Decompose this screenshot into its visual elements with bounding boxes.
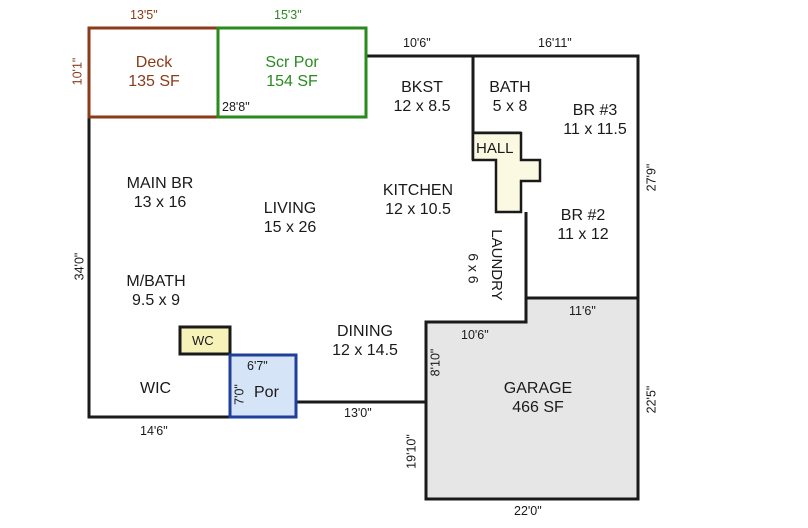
- living-name: LIVING: [263, 200, 317, 217]
- kitchen-label: KITCHEN 12 x 10.5: [368, 181, 468, 219]
- m-bath-label: M/BATH 9.5 x 9: [106, 272, 206, 310]
- scr-por-area: [216, 26, 368, 119]
- main-br-name: MAIN BR: [126, 175, 194, 192]
- garage-top-right-dim: 11'6": [569, 304, 596, 318]
- dining-size: 12 x 14.5: [332, 342, 398, 360]
- main-br-size: 13 x 16: [133, 194, 187, 212]
- scr-por-label: Scr Por 154 SF: [236, 53, 348, 91]
- bkst-size: 12 x 8.5: [393, 98, 451, 116]
- deck-label: Deck 135 SF: [104, 53, 204, 91]
- deck-name: Deck: [135, 54, 173, 71]
- top-mid-dim: 10'6": [403, 36, 431, 50]
- exterior-wall: [87, 117, 230, 419]
- laundry-label: LAUNDRY: [488, 229, 505, 301]
- br3-name: BR #3: [572, 102, 618, 119]
- right-lower-dim: 22'5": [644, 385, 659, 414]
- br2-name: BR #2: [560, 207, 606, 224]
- bath-label: BATH 5 x 8: [480, 78, 540, 116]
- dining-label: DINING 12 x 14.5: [313, 322, 417, 360]
- garage-label: GARAGE 466 SF: [478, 379, 598, 417]
- garage-left-dim: 19'10": [404, 434, 419, 469]
- hall-area: [471, 131, 542, 214]
- wc-label: WC: [192, 333, 214, 348]
- br3-label: BR #3 11 x 11.5: [545, 101, 645, 139]
- exterior-wall-top: [366, 54, 640, 298]
- scr-por-width-dim: 15'3": [274, 8, 302, 22]
- scr-por-area-text: 154 SF: [266, 73, 318, 91]
- bkst-name: BKST: [401, 79, 443, 96]
- dining-name: DINING: [337, 323, 393, 340]
- bkst-label: BKST 12 x 8.5: [372, 78, 472, 116]
- garage-name: GARAGE: [503, 380, 573, 397]
- garage-bottom-dim: 22'0": [514, 504, 542, 518]
- wc-area: [178, 325, 232, 356]
- br2-label: BR #2 11 x 12: [533, 206, 633, 244]
- deck-depth-dim: 10'1": [70, 57, 85, 86]
- scr-por-name: Scr Por: [265, 54, 319, 71]
- deck-area-text: 135 SF: [128, 73, 180, 91]
- top-right-dim: 16'11": [538, 36, 572, 50]
- garage-step-dim: 8'10": [428, 348, 443, 377]
- bottom-mid-dim: 13'0": [344, 406, 372, 420]
- living-label: LIVING 15 x 26: [240, 199, 340, 237]
- por-label: Por: [254, 384, 279, 401]
- bottom-left-dim: 14'6": [140, 424, 168, 438]
- wic-label: WIC: [140, 380, 172, 397]
- br2-size: 11 x 12: [557, 226, 609, 244]
- por-width-dim: 6'7": [247, 359, 268, 373]
- bath-name: BATH: [489, 79, 531, 96]
- laundry-size: 6 x 6: [465, 253, 482, 284]
- garage-area-text: 466 SF: [512, 399, 564, 417]
- main-br-label: MAIN BR 13 x 16: [110, 174, 210, 212]
- living-size: 15 x 26: [263, 219, 317, 237]
- kitchen-size: 12 x 10.5: [385, 201, 451, 219]
- hall-label: HALL: [476, 140, 514, 157]
- por-height-dim: 7'0": [232, 384, 247, 405]
- left-side-dim: 34'0": [72, 252, 87, 281]
- m-bath-name: M/BATH: [126, 273, 186, 290]
- scr-por-depth-dim: 28'8": [222, 100, 250, 114]
- br3-size: 11 x 11.5: [563, 121, 627, 139]
- right-upper-dim: 27'9": [644, 163, 659, 192]
- m-bath-size: 9.5 x 9: [131, 292, 181, 310]
- kitchen-name: KITCHEN: [382, 182, 454, 199]
- por-area: [228, 353, 298, 419]
- deck-width-dim: 13'5": [130, 8, 158, 22]
- garage-top-left-dim: 10'6": [461, 328, 489, 342]
- bath-size: 5 x 8: [492, 98, 528, 116]
